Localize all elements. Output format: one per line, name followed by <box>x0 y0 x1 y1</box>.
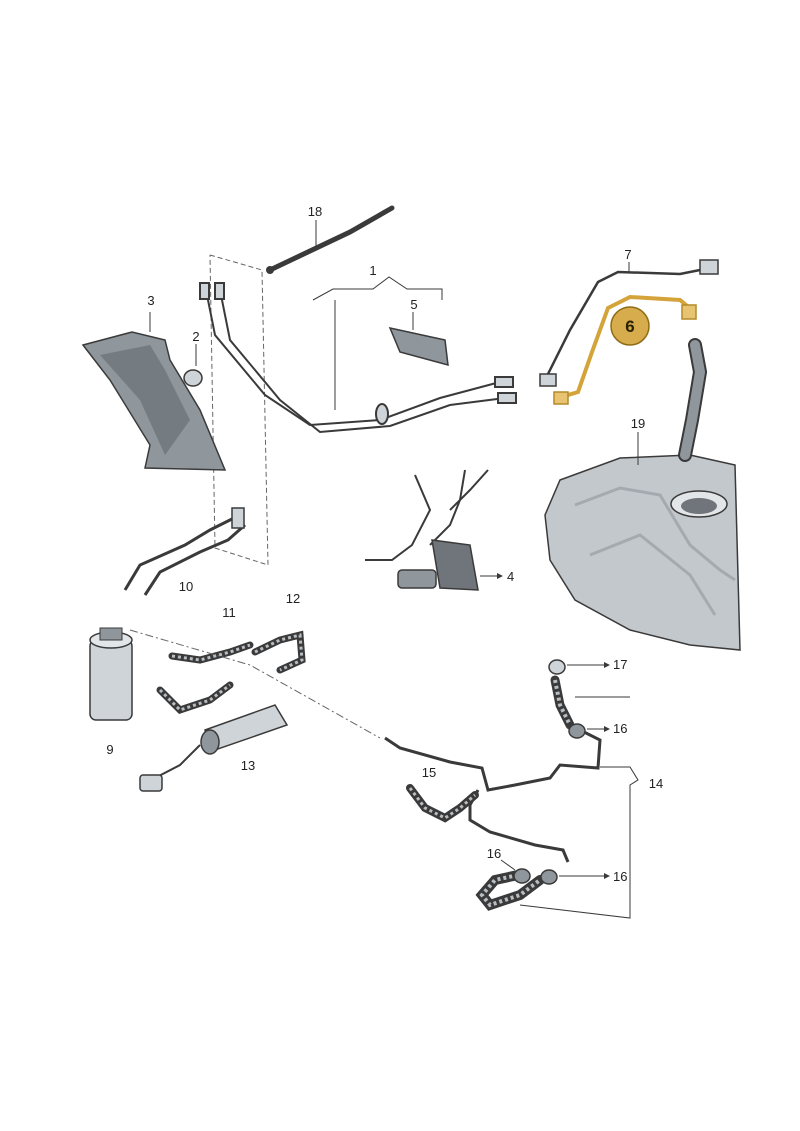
part-15-return-lines[interactable] <box>384 728 602 863</box>
callout-11[interactable]: 11 <box>222 605 236 620</box>
callout-6[interactable]: 6 <box>625 317 634 336</box>
callout-4[interactable]: 4 <box>507 569 514 584</box>
part-9-fuel-filter[interactable] <box>89 627 133 721</box>
part-13-fuel-pump[interactable] <box>139 704 289 792</box>
installation-frame <box>209 254 269 566</box>
callout-16-a[interactable]: 16 <box>613 721 627 736</box>
callout-7[interactable]: 7 <box>624 247 631 262</box>
part-16-grommet-a[interactable] <box>568 723 610 739</box>
callout-13[interactable]: 13 <box>241 758 255 773</box>
callout-15[interactable]: 15 <box>422 765 436 780</box>
part-16-grommet-b[interactable] <box>500 859 531 884</box>
callout-1[interactable]: 1 <box>369 263 376 278</box>
part-4-wiring-harness[interactable] <box>365 469 503 591</box>
callout-6-badge[interactable] <box>610 306 650 346</box>
callout-9[interactable]: 9 <box>106 742 113 757</box>
part-19-fuel-tank[interactable] <box>544 338 741 651</box>
reference-line <box>129 629 381 739</box>
callout-17[interactable]: 17 <box>613 657 627 672</box>
callout-14[interactable]: 14 <box>649 776 663 791</box>
callout-19[interactable]: 19 <box>631 416 645 431</box>
callout-16-c[interactable]: 16 <box>613 869 627 884</box>
callout-18[interactable]: 18 <box>308 204 322 219</box>
part-7-line[interactable] <box>539 259 719 387</box>
part-16-grommet-c[interactable] <box>540 869 610 885</box>
callout-2[interactable]: 2 <box>192 329 199 344</box>
callout-10[interactable]: 10 <box>179 579 193 594</box>
part-18-cable-tie[interactable] <box>266 205 395 274</box>
part-14-hose-group[interactable] <box>475 675 639 919</box>
callout-16-b[interactable]: 16 <box>487 846 501 861</box>
part-6-line-highlighted[interactable] <box>553 294 697 405</box>
part-12-hose[interactable] <box>156 630 306 715</box>
callout-12[interactable]: 12 <box>286 591 300 606</box>
part-5-clip[interactable] <box>388 312 449 367</box>
part-10-line-set[interactable] <box>123 507 246 596</box>
part-11-hose[interactable] <box>168 641 254 664</box>
part-2-nut[interactable] <box>183 344 203 387</box>
part-17-cap[interactable] <box>548 659 610 675</box>
callout-5[interactable]: 5 <box>410 297 417 312</box>
callout-3[interactable]: 3 <box>147 293 154 308</box>
part-3-bracket[interactable] <box>81 312 227 471</box>
part-1-fuel-lines[interactable] <box>199 276 517 434</box>
